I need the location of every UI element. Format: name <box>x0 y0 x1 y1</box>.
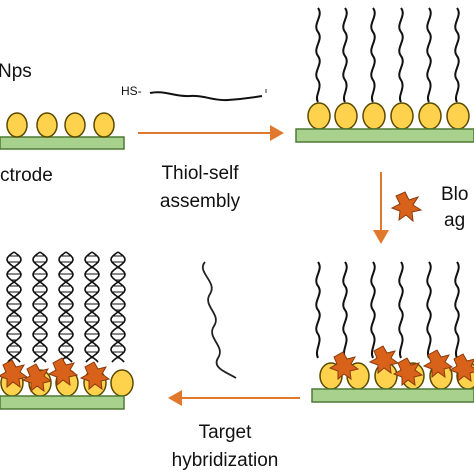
nanoparticles-1 <box>6 112 115 138</box>
nanoparticles-2 <box>307 102 470 130</box>
label-step2-line1: Blo <box>441 184 469 205</box>
blocking-agent-icon <box>448 353 474 383</box>
blocking-agent-icon <box>422 349 454 379</box>
label-step2-line2: ag <box>444 210 466 231</box>
electrode-1 <box>0 136 125 150</box>
dna-double-helix <box>58 251 74 363</box>
helix-strand <box>110 251 126 363</box>
dna-double-helix <box>84 251 100 363</box>
panel-bare-electrode <box>0 112 125 150</box>
blocking-agents-4 <box>0 357 111 393</box>
helix-strand <box>32 251 48 363</box>
helix-strand <box>6 251 22 363</box>
target-strand <box>202 261 237 379</box>
label-step1-line1: Thiol-self <box>161 163 239 184</box>
blocking-agents-3 <box>328 345 474 387</box>
helix-strand <box>84 251 100 363</box>
blocking-agent-icon <box>368 345 400 375</box>
nanoparticle <box>110 369 134 397</box>
nanoparticle <box>36 112 58 138</box>
probe-strands-3 <box>315 261 460 359</box>
nanoparticle <box>307 102 331 130</box>
nanoparticle <box>64 112 86 138</box>
label-step3-line2: hybridization <box>171 450 279 471</box>
nanoparticle <box>418 102 442 130</box>
nanoparticle <box>446 102 470 130</box>
blocking-agent-icon <box>390 191 423 223</box>
helix-strand <box>58 251 74 363</box>
panel-hybridized <box>0 251 134 410</box>
helix-strand <box>6 251 22 363</box>
blocking-agent-icon <box>47 357 79 387</box>
panel-sam <box>295 7 474 143</box>
probe-strands-2 <box>315 7 460 103</box>
nanoparticle <box>6 112 28 138</box>
dna-double-helices <box>6 251 126 363</box>
label-step1-line2: assembly <box>159 191 241 212</box>
dna-double-helix <box>110 251 126 363</box>
blocking-agent-icon <box>392 357 424 387</box>
blocking-agent-icon <box>0 359 29 389</box>
thiol-probe-strand <box>149 91 263 102</box>
helix-strand <box>110 251 126 363</box>
blocking-agent-icon <box>79 361 111 391</box>
electrode-3 <box>311 388 474 403</box>
nanoparticle <box>362 102 386 130</box>
label-step3-line1: Target <box>198 422 252 443</box>
label-aunps: Nps <box>0 61 32 82</box>
helix-strand <box>84 251 100 363</box>
panel-blocked <box>311 261 474 403</box>
helix-strand <box>58 251 74 363</box>
blocking-agent-icon <box>21 363 53 393</box>
nanoparticle <box>334 102 358 130</box>
blocking-agent-icon <box>328 351 360 381</box>
label-electrode: ctrode <box>0 165 53 186</box>
electrode-2 <box>295 128 474 143</box>
nanoparticle <box>93 112 115 138</box>
label-thiol-prefix: HS- <box>121 84 142 98</box>
dna-double-helix <box>6 251 22 363</box>
helix-strand <box>32 251 48 363</box>
dna-double-helix <box>32 251 48 363</box>
electrode-4 <box>0 395 125 410</box>
nanoparticle <box>390 102 414 130</box>
